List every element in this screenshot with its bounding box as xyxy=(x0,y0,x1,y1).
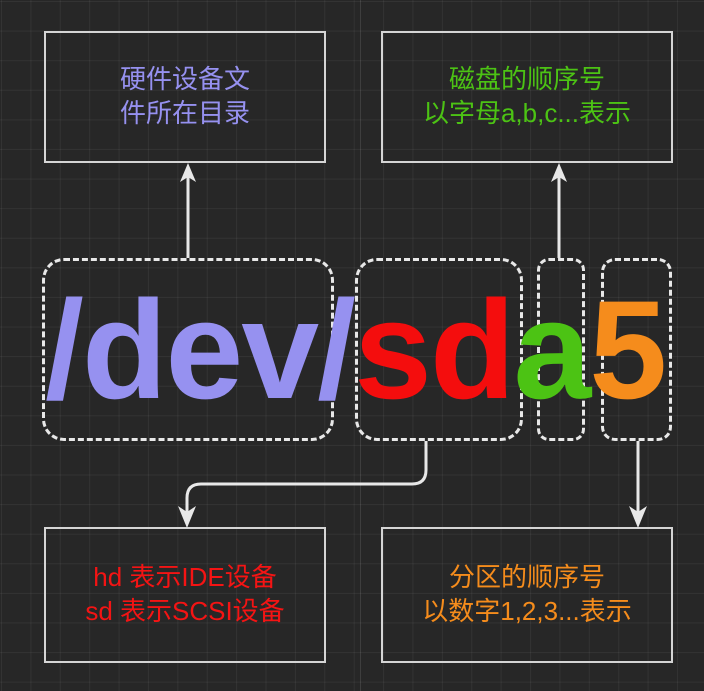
major-gridline xyxy=(360,0,361,691)
callout-top-left-line2: 件所在目录 xyxy=(119,98,250,128)
callout-top-right-line2: 以字母a,b,c...表示 xyxy=(422,98,632,128)
callout-top-right-line1: 磁盘的顺序号 xyxy=(448,64,605,95)
callout-box-top-left: 硬件设备文 件所在目录 xyxy=(44,31,326,163)
callout-box-bottom-right: 分区的顺序号 以数字1,2,3...表示 xyxy=(381,527,673,663)
path-segment-sd: sd xyxy=(354,271,515,428)
callout-box-bottom-left: hd 表示IDE设备 sd 表示SCSI设备 xyxy=(44,527,326,663)
callout-top-left-line1: 硬件设备文 xyxy=(119,64,250,95)
sd-to-bottom-left-arrow xyxy=(178,441,428,528)
a-to-top-right-arrow xyxy=(551,163,567,258)
callout-bottom-left-line1: hd 表示IDE设备 xyxy=(93,562,277,593)
callout-bottom-right-line1: 分区的顺序号 xyxy=(448,562,605,593)
callout-bottom-left-line2: sd 表示SCSI设备 xyxy=(85,596,285,626)
path-segment-5: 5 xyxy=(589,271,667,428)
dashed-highlight-dev xyxy=(42,258,334,441)
callout-box-top-right: 磁盘的顺序号 以字母a,b,c...表示 xyxy=(381,31,673,163)
path-segment-a: a xyxy=(513,271,591,428)
dev-to-top-left-arrow xyxy=(180,163,196,258)
dashed-highlight-sd xyxy=(355,258,523,441)
dashed-highlight-5 xyxy=(601,258,672,441)
dashed-highlight-a xyxy=(537,258,585,441)
callout-bottom-right-line2: 以数字1,2,3...表示 xyxy=(422,596,632,626)
5-to-bottom-right-arrow xyxy=(629,441,647,528)
path-segment-dev: /dev/ xyxy=(45,271,356,428)
